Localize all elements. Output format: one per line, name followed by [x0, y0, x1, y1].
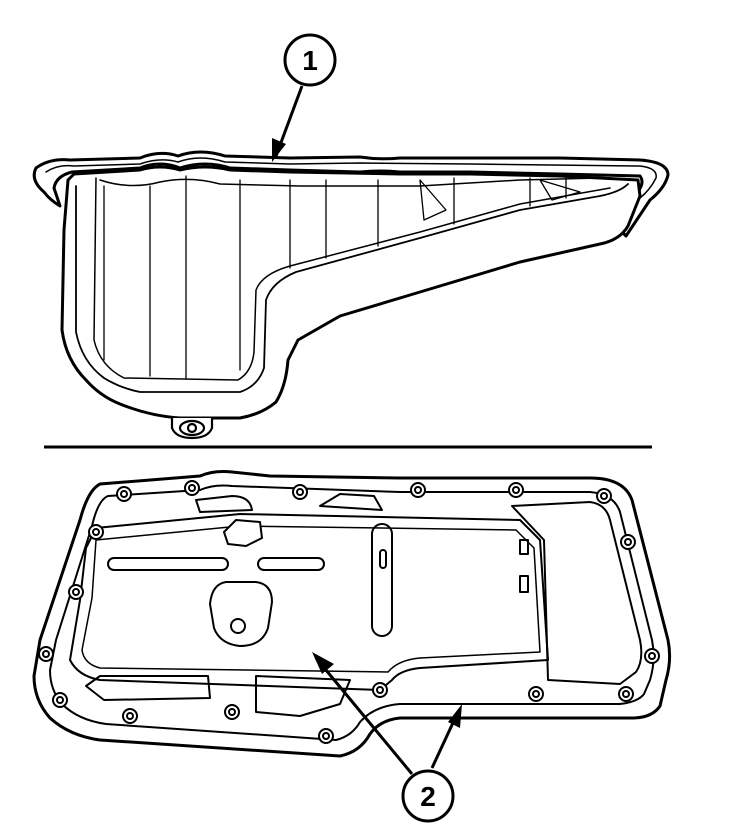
callout-2-circle [401, 769, 455, 823]
gasket-outer [32, 470, 672, 758]
oil-pan-side-view [32, 150, 670, 440]
bolt-hole [318, 728, 334, 744]
callout-1: 1 [272, 33, 337, 162]
gasket-top-notch [195, 495, 253, 513]
gasket-right-opening [511, 501, 643, 685]
bolt-hole [38, 646, 54, 662]
bolt-hole [122, 708, 138, 724]
tray-slots [107, 523, 529, 637]
bolt-hole [528, 686, 544, 702]
bolt-hole [620, 534, 636, 550]
bolt-hole [116, 486, 132, 502]
bolt-hole [410, 482, 426, 498]
oil-pan-sump-inner-2 [93, 177, 611, 381]
callout-2-arrowhead-right [448, 704, 462, 728]
oil-pan-sump-inner [75, 183, 629, 393]
windage-tray-edge [81, 525, 541, 673]
gasket-top-notch-2 [319, 493, 383, 511]
bolt-hole [68, 584, 84, 600]
bolt-hole [184, 480, 200, 496]
gasket-top-view [32, 470, 672, 758]
bolt-hole [644, 648, 660, 664]
pickup-mount [209, 519, 273, 647]
bolt-hole [596, 488, 612, 504]
callout-2-arrowhead-left [312, 652, 334, 674]
oil-pan-body [60, 165, 642, 420]
bolt-hole [372, 682, 388, 698]
bolt-hole [508, 482, 524, 498]
bolt-holes [38, 480, 660, 744]
bolt-hole [224, 704, 240, 720]
callout-1-number: 1 [302, 45, 318, 76]
callout-1-circle [283, 33, 337, 87]
oil-pan-rim-shadow [99, 177, 601, 187]
bolt-hole [88, 524, 104, 540]
oil-pan-flange-inner [45, 157, 657, 199]
drain-plug [170, 416, 214, 440]
oil-pan-ribs [103, 175, 581, 379]
callout-2-leader-left [314, 657, 414, 775]
gasket-left-cutout [85, 675, 211, 701]
bolt-hole [52, 692, 68, 708]
bolt-hole [292, 484, 308, 500]
bolt-hole [618, 686, 634, 702]
callout-2: 2 [312, 652, 462, 823]
callout-2-number: 2 [420, 781, 436, 812]
callout-1-arrowhead [272, 138, 286, 162]
